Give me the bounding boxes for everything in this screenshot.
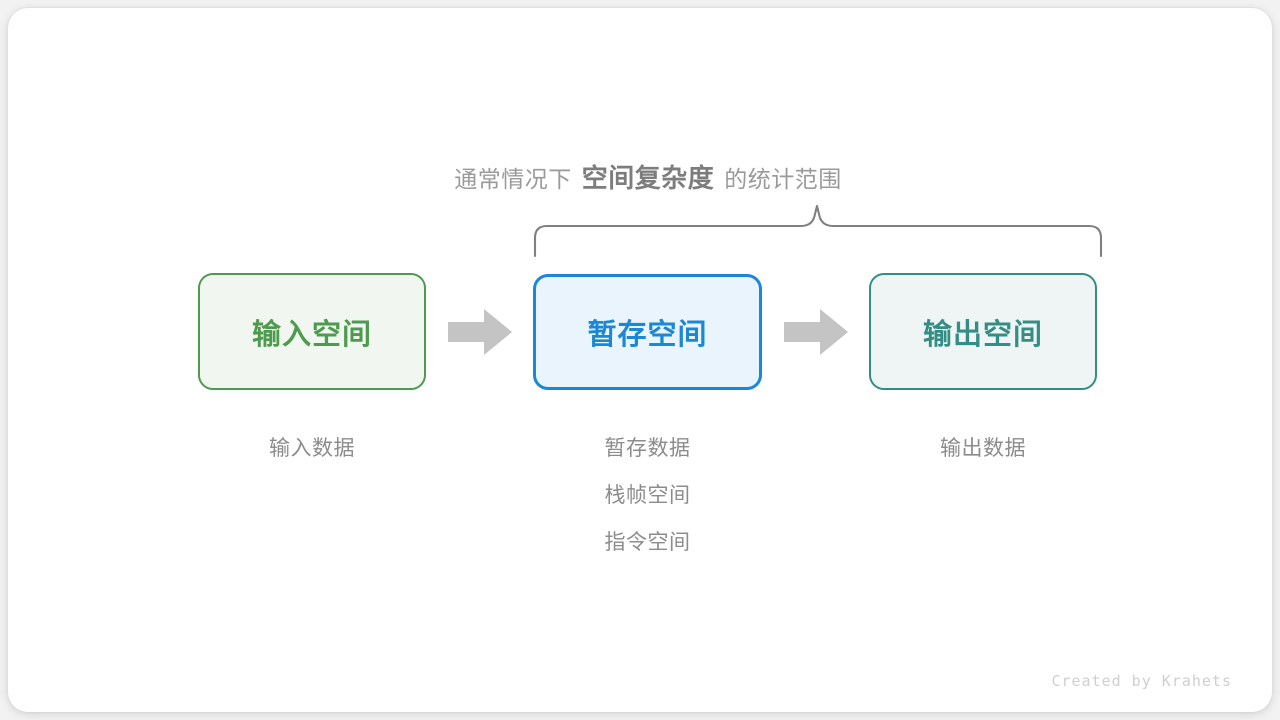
caption-line: 指令空间 [604,531,691,554]
box-input-space-label: 输入空间 [251,318,372,351]
caption-line: 输出数据 [940,437,1026,460]
caption-output-space: 输出数据 [869,425,1097,472]
box-output-space-label: 输出空间 [922,318,1043,351]
box-input-space[interactable]: 输入空间 [198,273,426,390]
slide-card: 通常情况下空间复杂度的统计范围 输入空间 暂存空间 输出空间 输入数据 暂存数据 [8,8,1272,712]
right-arrow-icon [784,309,848,355]
watermark: Created by Krahets [1051,672,1232,690]
box-temp-space[interactable]: 暂存空间 [533,274,762,390]
caption-line: 暂存数据 [604,437,691,460]
heading-prefix: 通常情况下 [454,166,572,192]
caption-temp-space: 暂存数据 栈帧空间 指令空间 [533,425,762,566]
figure-heading: 通常情况下空间复杂度的统计范围 [8,158,1280,195]
box-temp-space-label: 暂存空间 [587,319,708,351]
box-output-space[interactable]: 输出空间 [869,273,1097,390]
right-arrow-icon [448,309,512,355]
curly-brace-icon [533,204,1103,258]
heading-suffix: 的统计范围 [724,166,842,192]
caption-line: 输入数据 [269,437,355,460]
heading-emphasis: 空间复杂度 [581,163,715,193]
caption-line: 栈帧空间 [604,484,691,507]
caption-input-space: 输入数据 [198,425,426,472]
